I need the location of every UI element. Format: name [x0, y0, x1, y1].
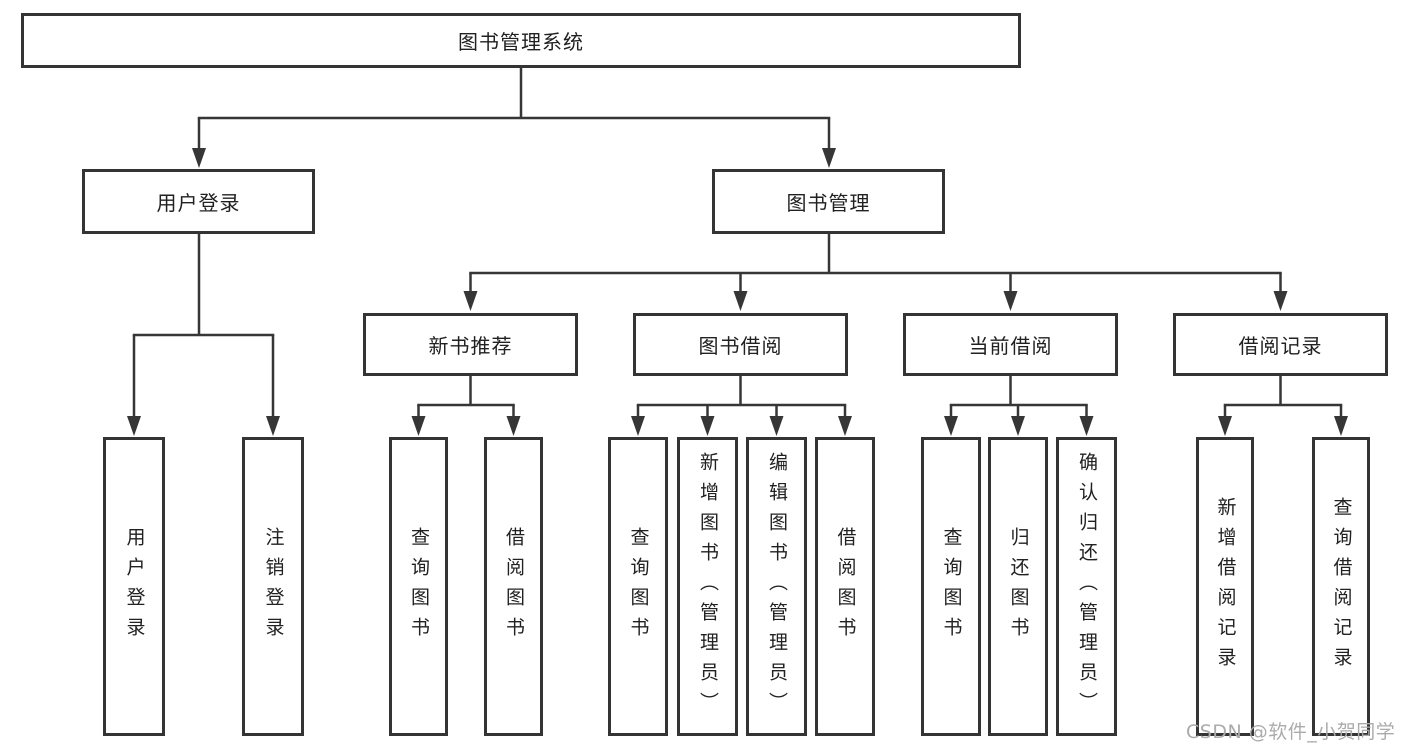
node-label: 图书借阅: [698, 334, 783, 358]
node-label: 图书管理系统: [458, 30, 584, 54]
node-user-login: 用户登录: [82, 169, 315, 234]
node-borrowing-records: 借阅记录: [1173, 313, 1388, 376]
leaf-add-borrowing-record: 新增借阅记录: [1196, 437, 1254, 736]
leaf-query-books-recommend: 查询图书: [389, 437, 448, 736]
leaf-confirm-return-admin: 确认归还（管理员）: [1056, 437, 1117, 736]
leaf-user-login: 用户登录: [103, 437, 165, 736]
node-label: 当前借阅: [968, 334, 1053, 358]
leaf-query-books-current: 查询图书: [921, 437, 981, 736]
csdn-watermark: CSDN @软件_小贺同学: [1186, 721, 1396, 743]
node-label: 图书管理: [786, 191, 871, 215]
node-library-management-system: 图书管理系统: [21, 13, 1021, 68]
node-label: 借阅记录: [1238, 334, 1323, 358]
leaf-query-books-borrowing: 查询图书: [608, 437, 668, 736]
leaf-label: 确认归还（管理员）: [1076, 451, 1098, 722]
leaf-label: 注销登录: [262, 526, 285, 647]
node-label: 用户登录: [156, 191, 241, 215]
leaf-add-books-admin: 新增图书（管理员）: [677, 437, 738, 736]
leaf-label: 借阅图书: [834, 526, 857, 647]
leaf-label: 新增借阅记录: [1214, 496, 1237, 677]
leaf-label: 查询图书: [408, 526, 430, 647]
leaf-borrow-books-borrowing: 借阅图书: [815, 437, 875, 736]
leaf-return-books: 归还图书: [988, 437, 1048, 736]
leaf-label: 借阅图书: [503, 526, 525, 647]
leaf-label: 归还图书: [1007, 526, 1030, 647]
leaf-label: 查询借阅记录: [1330, 496, 1353, 677]
node-label: 新书推荐: [428, 334, 513, 358]
leaf-label: 编辑图书（管理员）: [766, 451, 788, 722]
leaf-edit-books-admin: 编辑图书（管理员）: [746, 437, 807, 736]
leaf-label: 新增图书（管理员）: [697, 451, 719, 722]
node-book-borrowing: 图书借阅: [633, 313, 848, 376]
node-current-borrowing: 当前借阅: [903, 313, 1118, 376]
leaf-label: 查询图书: [940, 526, 963, 647]
leaf-query-borrowing-record: 查询借阅记录: [1312, 437, 1370, 736]
node-book-management: 图书管理: [712, 169, 945, 234]
node-new-book-recommendation: 新书推荐: [363, 313, 578, 376]
leaf-logout-login: 注销登录: [242, 437, 304, 736]
leaf-borrow-books-recommend: 借阅图书: [484, 437, 543, 736]
leaf-label: 查询图书: [627, 526, 650, 647]
leaf-label: 用户登录: [123, 526, 146, 647]
